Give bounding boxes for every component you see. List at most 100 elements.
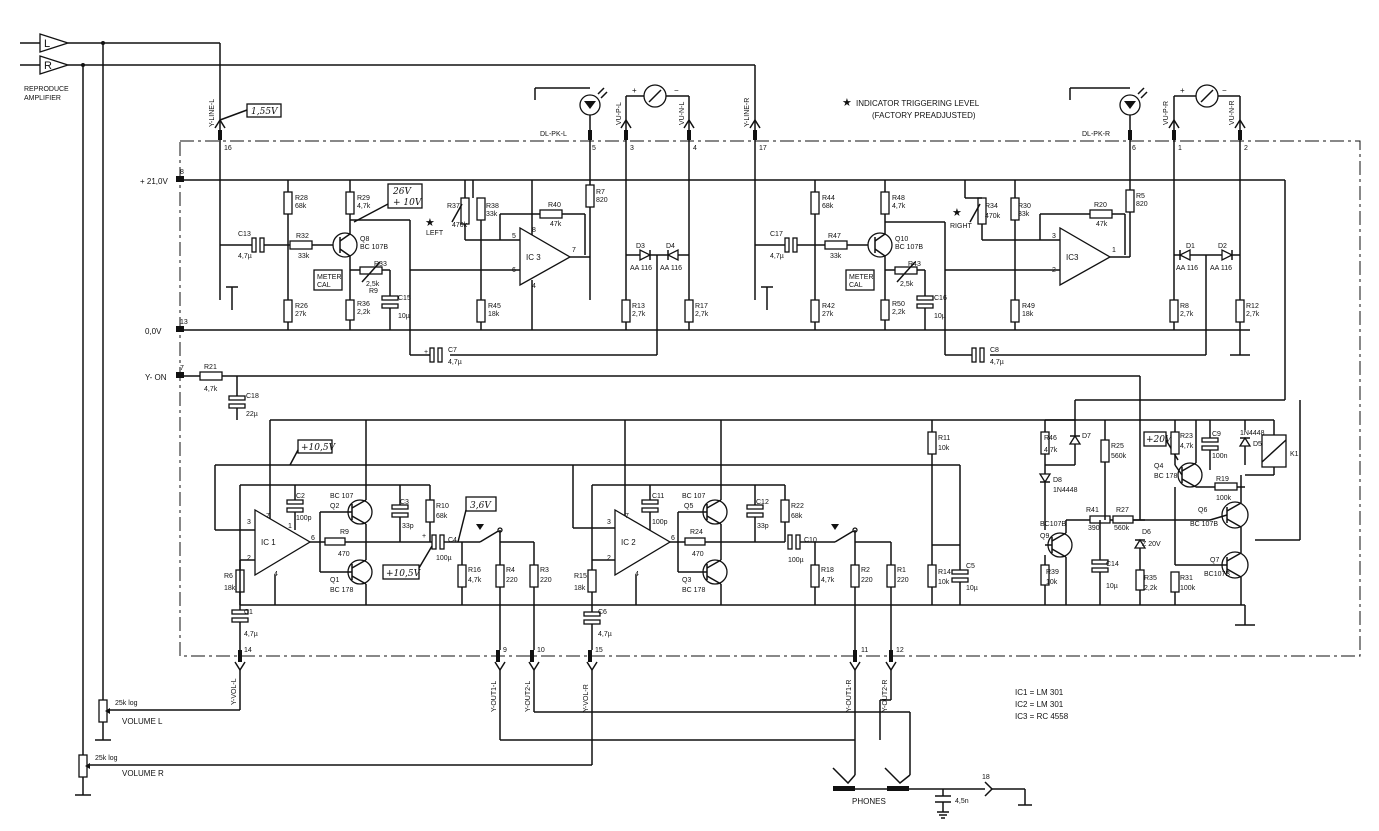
svg-text:Q7: Q7 xyxy=(1210,557,1219,564)
indicator-note-line1: INDICATOR TRIGGERING LEVEL xyxy=(856,99,980,108)
svg-text:33p: 33p xyxy=(402,523,414,530)
svg-text:C4: C4 xyxy=(448,537,457,544)
svg-text:5: 5 xyxy=(512,233,516,240)
pin-17: 17 xyxy=(759,145,767,152)
pin-11: 11 xyxy=(861,647,868,654)
svg-text:33k: 33k xyxy=(298,253,310,260)
svg-text:47k: 47k xyxy=(1096,221,1108,228)
svg-text:R1: R1 xyxy=(897,567,906,574)
svg-text:4,7k: 4,7k xyxy=(357,203,371,210)
svg-text:R11: R11 xyxy=(938,435,950,442)
voltage-10: + 10V xyxy=(393,198,423,208)
svg-text:100µ: 100µ xyxy=(436,555,452,562)
voltage-box-36 xyxy=(465,496,497,512)
svg-text:D8: D8 xyxy=(1053,477,1062,484)
svg-text:R44: R44 xyxy=(822,195,835,202)
voltage-box-26 xyxy=(387,183,423,209)
svg-text:Q4: Q4 xyxy=(1154,463,1163,470)
svg-text:68k: 68k xyxy=(295,203,307,210)
svg-text:R46: R46 xyxy=(1044,435,1057,442)
svg-text:AA 116: AA 116 xyxy=(1210,265,1232,272)
svg-text:R15: R15 xyxy=(574,573,587,580)
ic-legend: IC1 = LM 301 IC2 = LM 301 IC3 = RC 4558 xyxy=(1015,688,1069,721)
amplifier-caption-1: REPRODUCE xyxy=(24,86,69,93)
svg-text:560k: 560k xyxy=(1111,453,1127,460)
svg-text:33k: 33k xyxy=(486,211,498,218)
svg-text:R9: R9 xyxy=(340,529,349,536)
svg-text:R29: R29 xyxy=(357,195,370,202)
svg-text:R2: R2 xyxy=(861,567,870,574)
svg-text:4: 4 xyxy=(532,283,536,290)
svg-text:33p: 33p xyxy=(757,523,769,530)
input-left-label: L xyxy=(44,38,50,50)
svg-text:R6: R6 xyxy=(224,573,233,580)
svg-text:R23: R23 xyxy=(1180,433,1193,440)
svg-text:4,7µ: 4,7µ xyxy=(238,253,252,260)
svg-text:K1: K1 xyxy=(1290,451,1299,458)
svg-text:R39: R39 xyxy=(1046,569,1059,576)
pin-6: 6 xyxy=(1132,145,1136,152)
svg-text:10µ: 10µ xyxy=(934,313,946,320)
svg-text:22µ: 22µ xyxy=(246,411,258,418)
svg-text:R3: R3 xyxy=(540,567,549,574)
y-out2-l-label: Y-OUT2-L xyxy=(525,681,532,712)
svg-text:68k: 68k xyxy=(791,513,803,520)
svg-text:+: + xyxy=(424,349,428,356)
svg-text:C5: C5 xyxy=(966,563,975,570)
svg-text:1: 1 xyxy=(288,523,292,530)
svg-text:C13: C13 xyxy=(238,231,251,238)
svg-text:Q1: Q1 xyxy=(330,577,339,584)
vu-p-r-label: VU-P-R xyxy=(1163,101,1170,125)
svg-text:4,7k: 4,7k xyxy=(1044,447,1058,454)
voltage-105a: +10,5V xyxy=(301,443,337,453)
svg-text:METER: METER xyxy=(849,274,874,281)
svg-text:R38: R38 xyxy=(486,203,499,210)
svg-text:3: 3 xyxy=(607,519,611,526)
voltage-105b: +10,5V xyxy=(386,569,422,579)
svg-text:2,7k: 2,7k xyxy=(632,311,646,318)
svg-text:68k: 68k xyxy=(436,513,448,520)
svg-text:470: 470 xyxy=(338,551,350,558)
svg-text:D3: D3 xyxy=(636,243,645,250)
voltage-36: 3,6V xyxy=(470,501,492,511)
volume-left-pot-value: 25k log xyxy=(115,700,138,707)
svg-text:18k: 18k xyxy=(224,585,236,592)
board-pins: 16 5 3 4 17 6 1 2 8 13 7 14 9 10 15 11 1… xyxy=(176,130,1248,781)
voltage-20: +20V xyxy=(1146,435,1173,445)
svg-text:100p: 100p xyxy=(652,519,668,526)
svg-text:4,7µ: 4,7µ xyxy=(598,631,612,638)
meter-cal-right xyxy=(845,269,875,291)
bottom-connectors: Y-VOL-L Y-OUT1-L Y-OUT2-L Y-VOL-R Y-OUT1… xyxy=(231,661,897,712)
svg-text:R45: R45 xyxy=(488,303,501,310)
input-right-label: R xyxy=(44,60,52,72)
svg-text:CAL: CAL xyxy=(849,282,863,289)
svg-text:C12: C12 xyxy=(756,499,769,506)
svg-text:R10: R10 xyxy=(436,503,449,510)
svg-text:390: 390 xyxy=(1088,525,1100,532)
svg-text:BC 178: BC 178 xyxy=(1154,473,1177,480)
svg-text:R19: R19 xyxy=(1216,476,1229,483)
ic-legend-2: IC2 = LM 301 xyxy=(1015,700,1064,709)
svg-text:R42: R42 xyxy=(822,303,835,310)
vu-meter-right: + − xyxy=(1173,84,1241,110)
svg-text:BC 107: BC 107 xyxy=(682,493,705,500)
svg-text:Q10: Q10 xyxy=(895,236,908,243)
svg-text:C1: C1 xyxy=(244,609,253,616)
y-on-label: Y- ON xyxy=(145,373,167,382)
svg-text:D5: D5 xyxy=(1253,441,1262,448)
svg-text:C16: C16 xyxy=(934,295,947,302)
svg-text:R25: R25 xyxy=(1111,443,1124,450)
svg-text:R17: R17 xyxy=(695,303,708,310)
pin-3: 3 xyxy=(630,145,634,152)
svg-text:100µ: 100µ xyxy=(788,557,804,564)
svg-text:C15: C15 xyxy=(398,295,411,302)
svg-text:2,2k: 2,2k xyxy=(1144,585,1158,592)
svg-text:8: 8 xyxy=(532,227,536,234)
svg-text:D4: D4 xyxy=(666,243,675,250)
svg-text:BC107B: BC107B xyxy=(1040,521,1066,528)
voltage-26: 26V xyxy=(392,187,412,197)
